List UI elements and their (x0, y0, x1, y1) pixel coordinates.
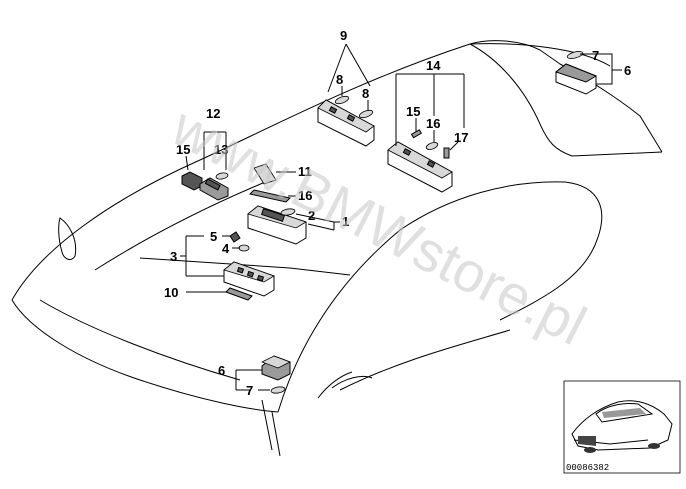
callout-11: 11 (298, 164, 312, 179)
callout-4: 4 (222, 241, 230, 256)
callout-8-left: 8 (336, 72, 343, 87)
callout-8-right: 8 (362, 86, 369, 101)
callout-2: 2 (308, 208, 315, 223)
part-rear-reading-light-left (317, 95, 375, 147)
callout-16-left: 16 (298, 188, 312, 203)
leader-lines (180, 43, 622, 391)
part-footwell-light (181, 171, 229, 201)
part-rear-reading-light-right (387, 129, 453, 193)
callout-5: 5 (210, 229, 217, 244)
callout-15-left: 15 (176, 142, 190, 157)
callout-15-right: 15 (406, 104, 420, 119)
part-interior-light-front (247, 205, 307, 245)
watermark-text: www.BMWstore.pl (162, 94, 596, 357)
callout-12: 12 (206, 106, 220, 121)
callout-9: 9 (340, 28, 347, 43)
callout-10: 10 (164, 285, 178, 300)
part-sunroof-switch-unit (223, 231, 275, 301)
callout-7-top: 7 (592, 48, 599, 63)
document-id: 00086382 (566, 463, 609, 473)
thumbnail-car-icon (571, 400, 673, 453)
callout-6-bottom: 6 (218, 363, 225, 378)
part-luggage-light (261, 355, 291, 394)
thumbnail-inset: 00086382 (563, 380, 681, 474)
part-interior-light-rear (554, 51, 598, 95)
callout-1: 1 (342, 214, 349, 229)
callout-17: 17 (454, 130, 468, 145)
callout-3: 3 (170, 249, 177, 264)
callout-13: 13 (214, 142, 228, 157)
part-bulb-holder (249, 163, 291, 203)
callout-6-top: 6 (624, 63, 631, 78)
callout-16-right: 16 (426, 116, 440, 131)
callout-14: 14 (426, 58, 441, 73)
callout-7-bottom: 7 (246, 383, 253, 398)
callout-labels: 9 8 8 7 6 14 15 16 17 12 15 13 11 16 2 1… (164, 28, 631, 398)
